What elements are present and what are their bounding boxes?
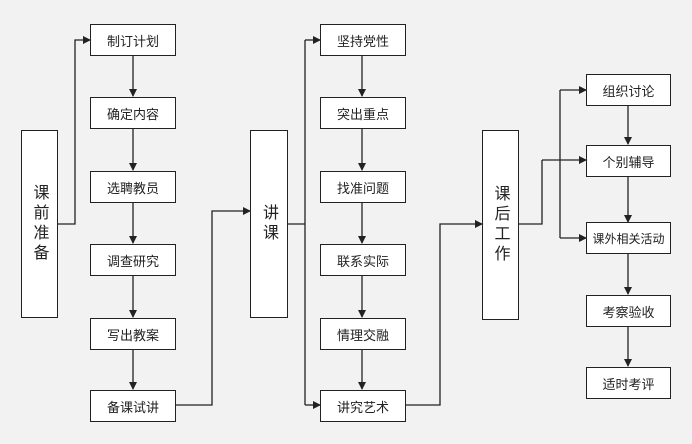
step-node: 找准问题	[320, 171, 406, 203]
step-node: 备课试讲	[90, 390, 176, 422]
step-node: 联系实际	[320, 244, 406, 276]
group-label-text: 课后工作	[491, 185, 511, 265]
group-label-after-class: 课后工作	[482, 130, 519, 320]
step-node: 考察验收	[586, 295, 671, 327]
group-label-pre-class: 课前准备	[21, 130, 58, 318]
step-node: 讲究艺术	[320, 390, 406, 422]
step-node: 坚持党性	[320, 24, 406, 56]
step-node: 制订计划	[90, 24, 176, 56]
step-node: 选聘教员	[90, 171, 176, 203]
step-node: 组织讨论	[586, 74, 671, 106]
group-label-text: 讲课	[260, 204, 279, 244]
group-label-lecture: 讲课	[250, 130, 288, 318]
group-label-text: 课前准备	[30, 184, 50, 264]
step-node: 突出重点	[320, 97, 406, 129]
step-node: 课外相关活动	[586, 222, 671, 254]
step-node: 个别辅导	[586, 145, 671, 177]
step-node: 写出教案	[90, 318, 176, 350]
step-node: 适时考评	[586, 367, 671, 399]
step-node: 情理交融	[320, 318, 406, 350]
step-node: 确定内容	[90, 97, 176, 129]
step-node: 调查研究	[90, 244, 176, 276]
